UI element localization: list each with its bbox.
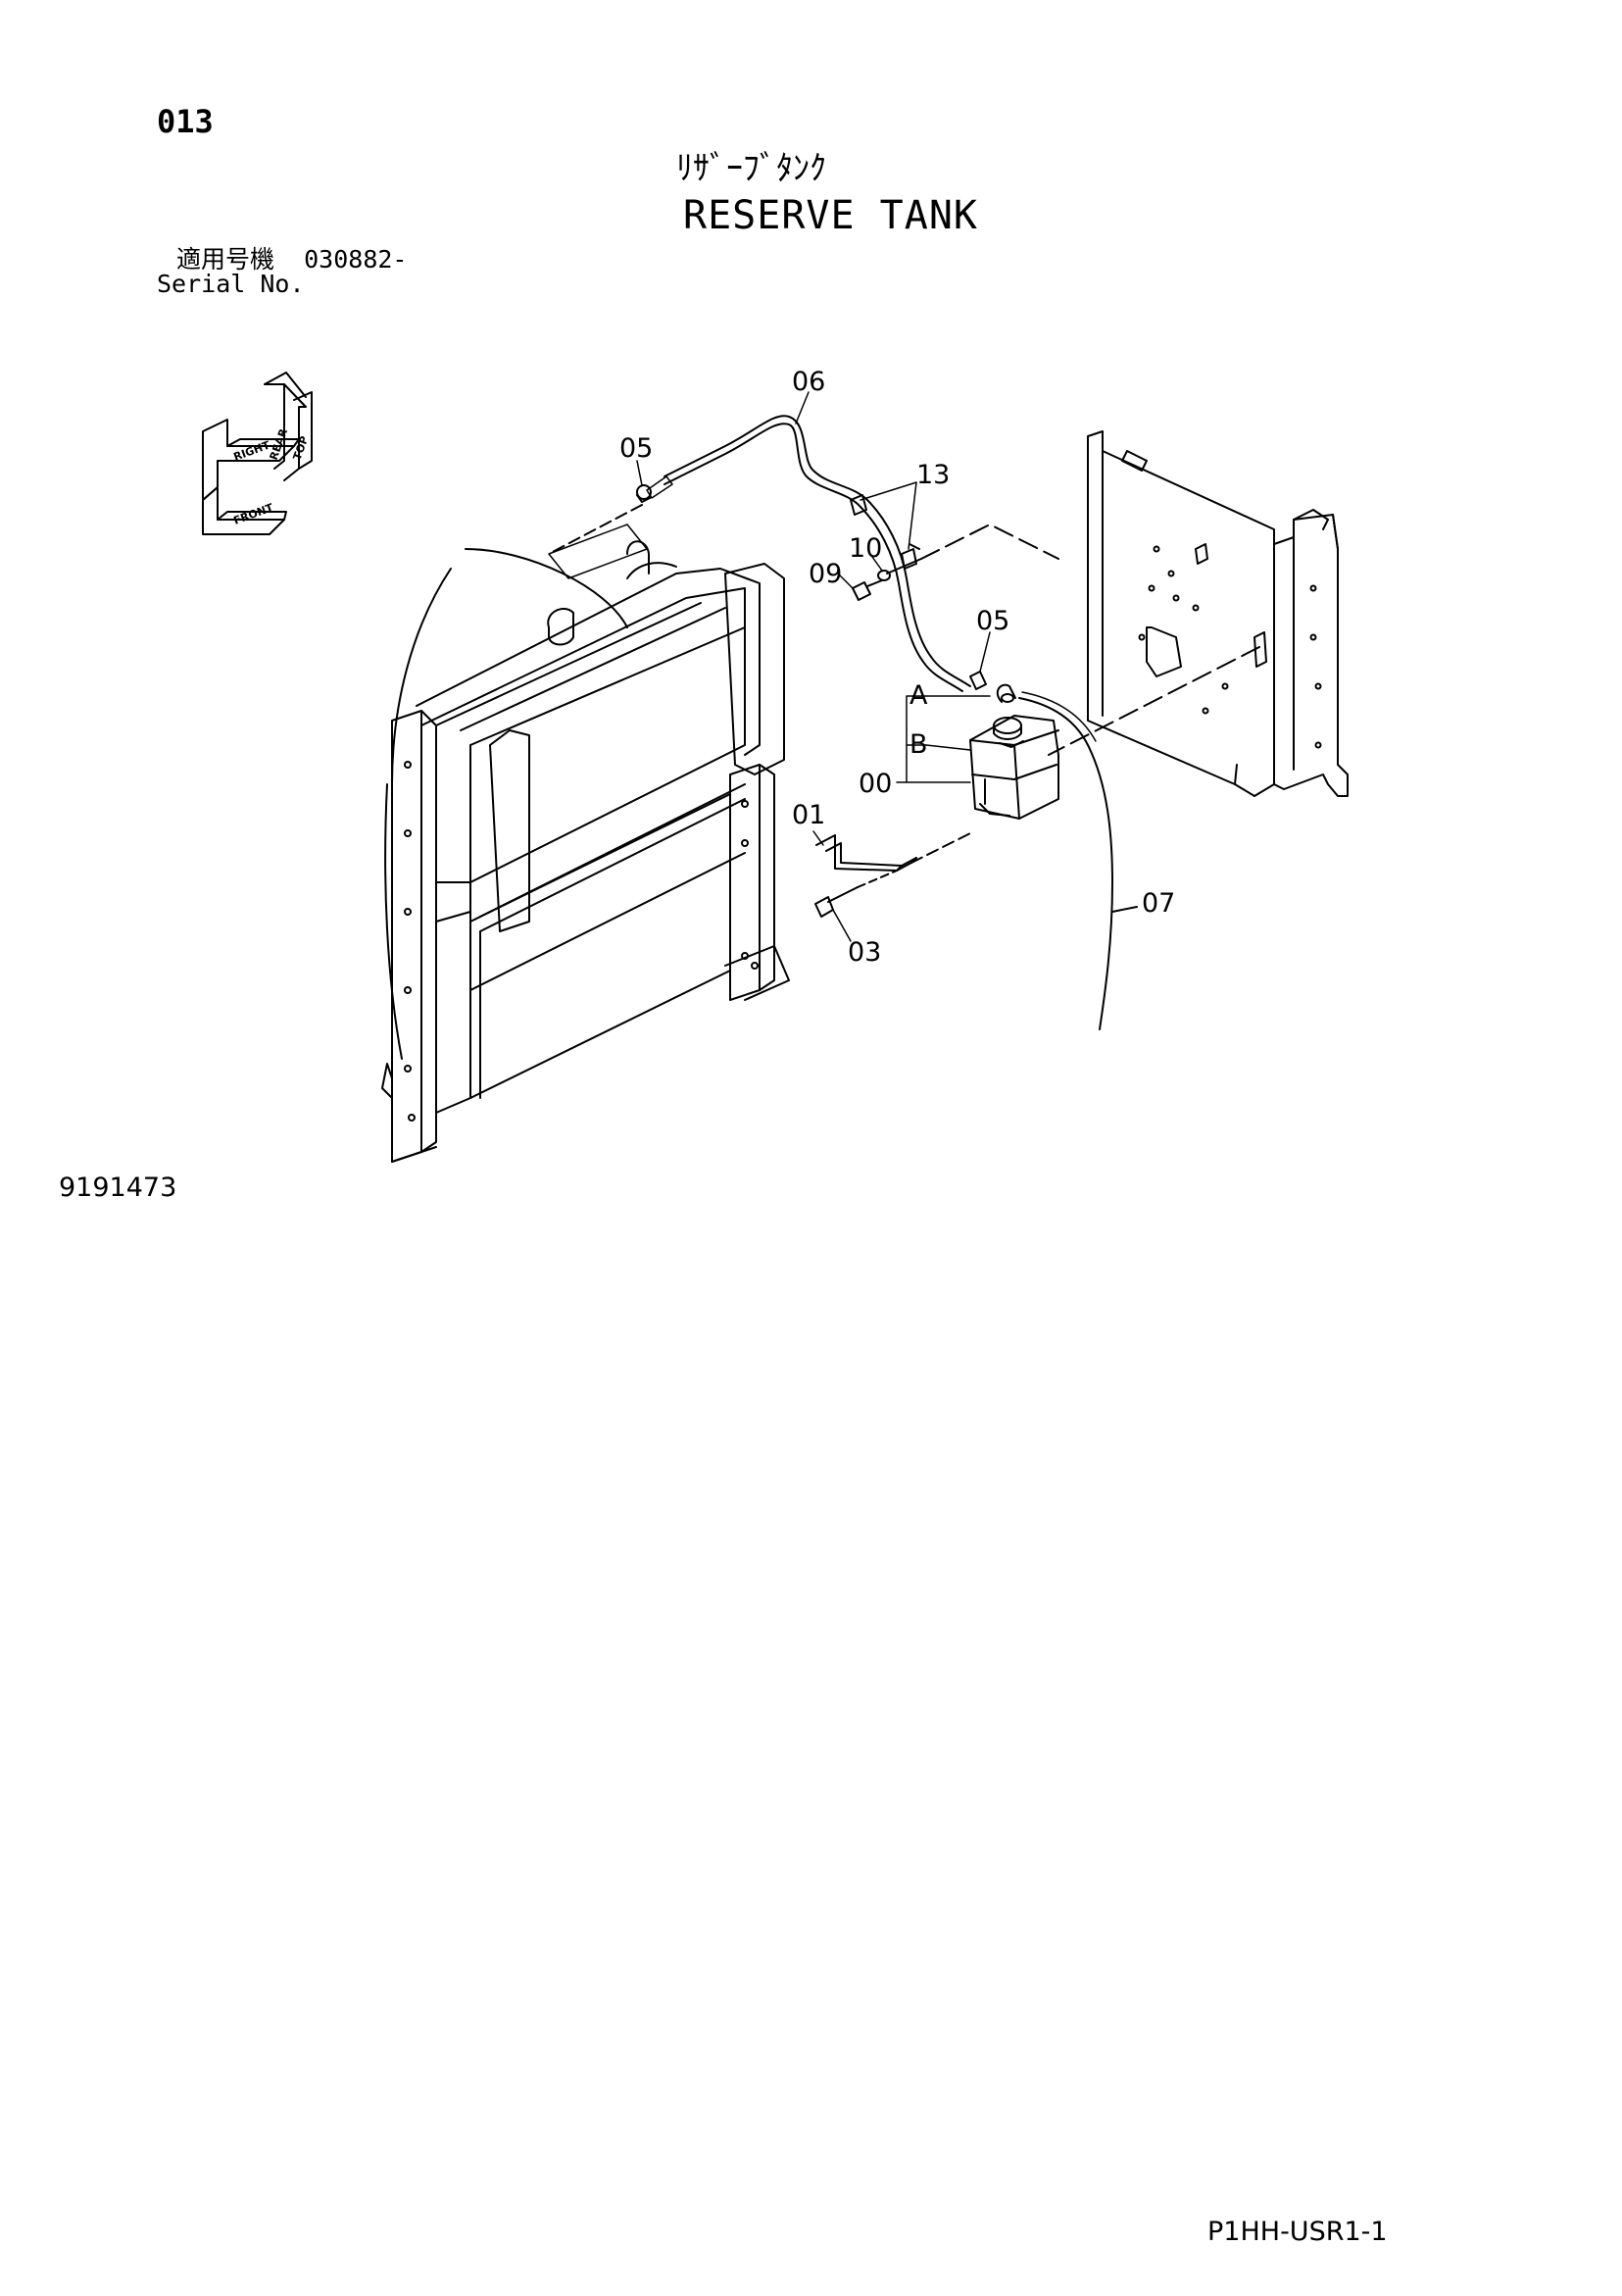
leader-09 — [837, 573, 854, 589]
callout-07: 07 — [1142, 888, 1175, 919]
callout-03: 03 — [848, 937, 881, 968]
callout-A: A — [909, 680, 928, 711]
leader-line-bolt-03 — [857, 870, 898, 888]
callout-00: 00 — [859, 769, 892, 799]
hose-07-outline — [1021, 691, 1097, 742]
bolt-03 — [814, 886, 859, 918]
leader-line-bracket — [910, 832, 971, 864]
callout-05-top: 05 — [619, 433, 653, 464]
hose-06 — [646, 415, 971, 692]
hose-07 — [1018, 697, 1113, 1030]
orient-label-front: FRONT — [232, 501, 275, 527]
leader-line-panel — [920, 524, 1059, 560]
figure-number: 9191473 — [59, 1173, 177, 1203]
clamp-13 — [850, 494, 920, 570]
callout-B: B — [909, 729, 928, 760]
leader-05b — [979, 631, 991, 673]
serial-row-japanese: 適用号機 030882- — [176, 247, 407, 272]
mounting-panel — [1087, 430, 1349, 797]
leader-00-bracket — [896, 695, 971, 783]
radiator-assembly — [381, 524, 790, 1163]
orient-label-rear: REAR — [268, 426, 291, 462]
serial-value: 030882- — [304, 245, 408, 274]
leader-line-05a — [548, 504, 643, 555]
title-japanese: ﾘｻﾞｰﾌﾞﾀﾝｸ — [676, 149, 826, 188]
leader-13 — [860, 481, 917, 550]
bolt-09 — [852, 579, 883, 601]
callout-01: 01 — [792, 800, 825, 830]
leader-03 — [832, 909, 852, 942]
leader-line-tank-panel — [1048, 646, 1260, 756]
callout-10: 10 — [849, 533, 882, 564]
leader-line-07 — [1111, 906, 1138, 913]
serial-label-english: Serial No. — [157, 270, 305, 298]
leader-line-bolt — [886, 558, 922, 574]
leader-10 — [871, 556, 883, 572]
reserve-tank — [969, 683, 1059, 820]
leader-06 — [795, 391, 810, 424]
callout-09: 09 — [809, 559, 842, 589]
bracket-01 — [815, 834, 917, 872]
orientation-indicator: RIGHT FRONT REAR TOP — [202, 372, 313, 535]
clamp-05-top — [636, 484, 652, 503]
callout-13: 13 — [916, 460, 950, 490]
orient-label-right: RIGHT — [232, 438, 272, 463]
callout-06: 06 — [792, 367, 825, 397]
washer-10 — [877, 570, 891, 581]
leader-B — [925, 744, 971, 751]
footer-code: P1HH-USR1-1 — [1207, 2217, 1388, 2247]
title-english: RESERVE TANK — [683, 193, 978, 238]
page-number: 013 — [157, 103, 214, 140]
leader-05a — [636, 460, 643, 486]
callout-05-lower: 05 — [976, 606, 1009, 636]
clamp-05-lower — [969, 671, 987, 690]
serial-label-japanese: 適用号機 — [176, 245, 275, 274]
leader-01 — [812, 830, 824, 846]
